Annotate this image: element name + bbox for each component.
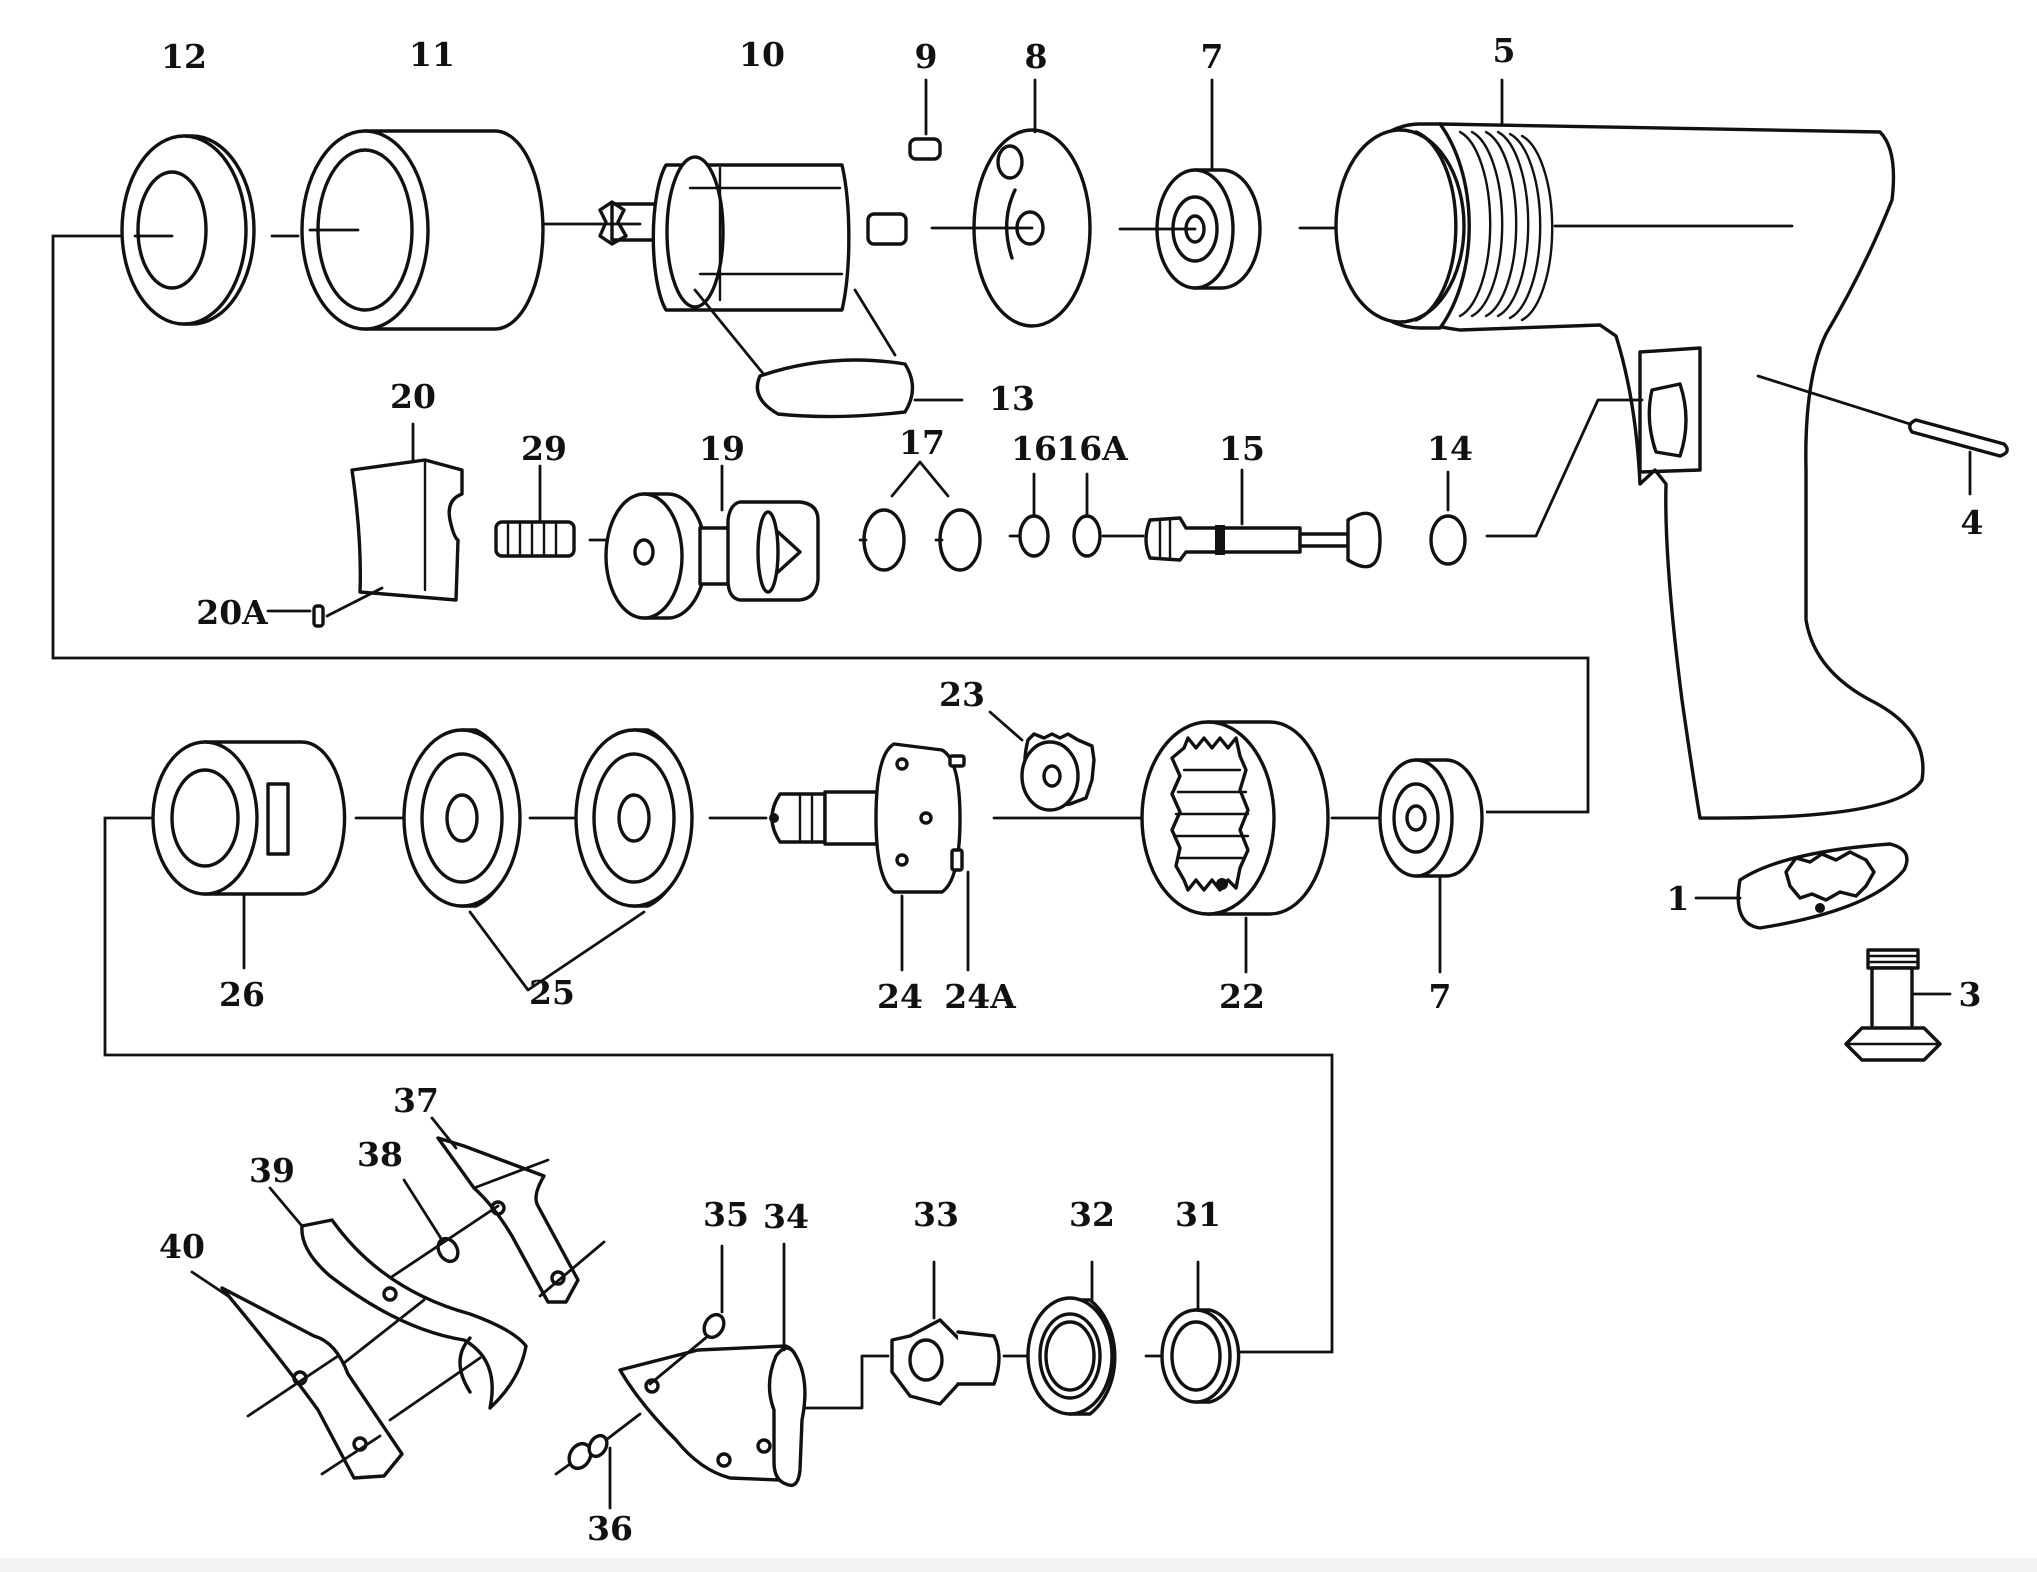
label-33: 33 bbox=[913, 1195, 959, 1234]
part-22-ring-gear bbox=[1140, 720, 1330, 974]
part-24-planet-carrier bbox=[769, 742, 970, 972]
label-16: 16 bbox=[1011, 429, 1057, 468]
assembly-route-lines bbox=[51, 234, 1590, 1354]
part-23-planet-gear bbox=[988, 710, 1096, 812]
label-38: 38 bbox=[357, 1135, 403, 1174]
label-26: 26 bbox=[219, 975, 265, 1014]
part-17-seals bbox=[858, 460, 982, 572]
label-9: 9 bbox=[915, 37, 938, 76]
label-35: 35 bbox=[703, 1195, 749, 1234]
part-33-nut bbox=[890, 1260, 1001, 1406]
footer-strip bbox=[0, 1558, 2037, 1572]
part-37-blade bbox=[430, 1116, 606, 1304]
label-12: 12 bbox=[161, 37, 207, 76]
label-13: 13 bbox=[989, 379, 1035, 418]
part-20-lever bbox=[266, 422, 464, 628]
part-12-ring bbox=[120, 134, 256, 326]
label-20a: 20A bbox=[196, 593, 268, 632]
part-26-front-housing bbox=[151, 740, 347, 970]
part-38-pin bbox=[388, 1178, 500, 1280]
part-31-ring bbox=[1160, 1260, 1241, 1404]
part-34-head bbox=[618, 1242, 807, 1488]
label-36: 36 bbox=[587, 1509, 633, 1548]
label-8: 8 bbox=[1025, 37, 1048, 76]
label-20: 20 bbox=[390, 377, 436, 416]
label-16a: 16A bbox=[1056, 429, 1128, 468]
label-34: 34 bbox=[763, 1197, 809, 1236]
label-25: 25 bbox=[529, 973, 575, 1012]
part-13-vane bbox=[755, 358, 964, 419]
label-39: 39 bbox=[249, 1151, 295, 1190]
part-15-valve-stem bbox=[1144, 468, 1382, 569]
label-11: 11 bbox=[409, 35, 455, 74]
part-4-pin bbox=[1756, 374, 2009, 496]
label-40: 40 bbox=[159, 1227, 205, 1266]
part-16-16a-orings bbox=[1008, 472, 1145, 558]
part-25a-gear-ring bbox=[402, 728, 522, 908]
label-10: 10 bbox=[739, 35, 785, 74]
part-40-blade bbox=[190, 1270, 482, 1480]
label-24: 24 bbox=[877, 977, 923, 1016]
label-17: 17 bbox=[899, 423, 945, 462]
part-19-valve bbox=[604, 464, 820, 620]
label-37: 37 bbox=[393, 1081, 439, 1120]
part-number-labels: 1 3 4 5 7 7 8 9 10 11 12 13 14 15 16 16A… bbox=[159, 31, 1983, 1548]
part-32-bearing bbox=[1026, 1260, 1117, 1416]
part-7-lower-bearing bbox=[1378, 758, 1484, 974]
label-5: 5 bbox=[1493, 31, 1516, 70]
label-14: 14 bbox=[1427, 429, 1473, 468]
label-22: 22 bbox=[1219, 977, 1265, 1016]
label-19: 19 bbox=[699, 429, 745, 468]
part-11-cylinder-sleeve bbox=[300, 129, 545, 331]
part-9-pin bbox=[908, 78, 942, 161]
label-29: 29 bbox=[521, 429, 567, 468]
label-15: 15 bbox=[1219, 429, 1265, 468]
part-39-jaw bbox=[268, 1186, 528, 1410]
label-32: 32 bbox=[1069, 1195, 1115, 1234]
part-10-rotor bbox=[598, 155, 908, 384]
label-31: 31 bbox=[1175, 1195, 1221, 1234]
part-14-oring bbox=[1429, 398, 1644, 566]
part-36-pin bbox=[554, 1412, 642, 1510]
label-1: 1 bbox=[1667, 879, 1690, 918]
label-7-upper: 7 bbox=[1201, 37, 1224, 76]
part-29-spring bbox=[494, 464, 576, 558]
label-4: 4 bbox=[1961, 503, 1984, 542]
part-25b-gear-ring bbox=[468, 728, 694, 992]
part-35-pin bbox=[648, 1244, 726, 1386]
part-1-gasket-plate bbox=[1694, 842, 1909, 930]
label-3: 3 bbox=[1959, 975, 1982, 1014]
part-8-end-plate bbox=[930, 78, 1092, 328]
label-24a: 24A bbox=[944, 977, 1016, 1016]
label-23: 23 bbox=[939, 675, 985, 714]
part-3-fitting bbox=[1844, 948, 1952, 1062]
label-7-lower: 7 bbox=[1429, 977, 1452, 1016]
part-5-housing bbox=[1334, 78, 1925, 820]
part-7-upper-bearing bbox=[1118, 78, 1262, 290]
